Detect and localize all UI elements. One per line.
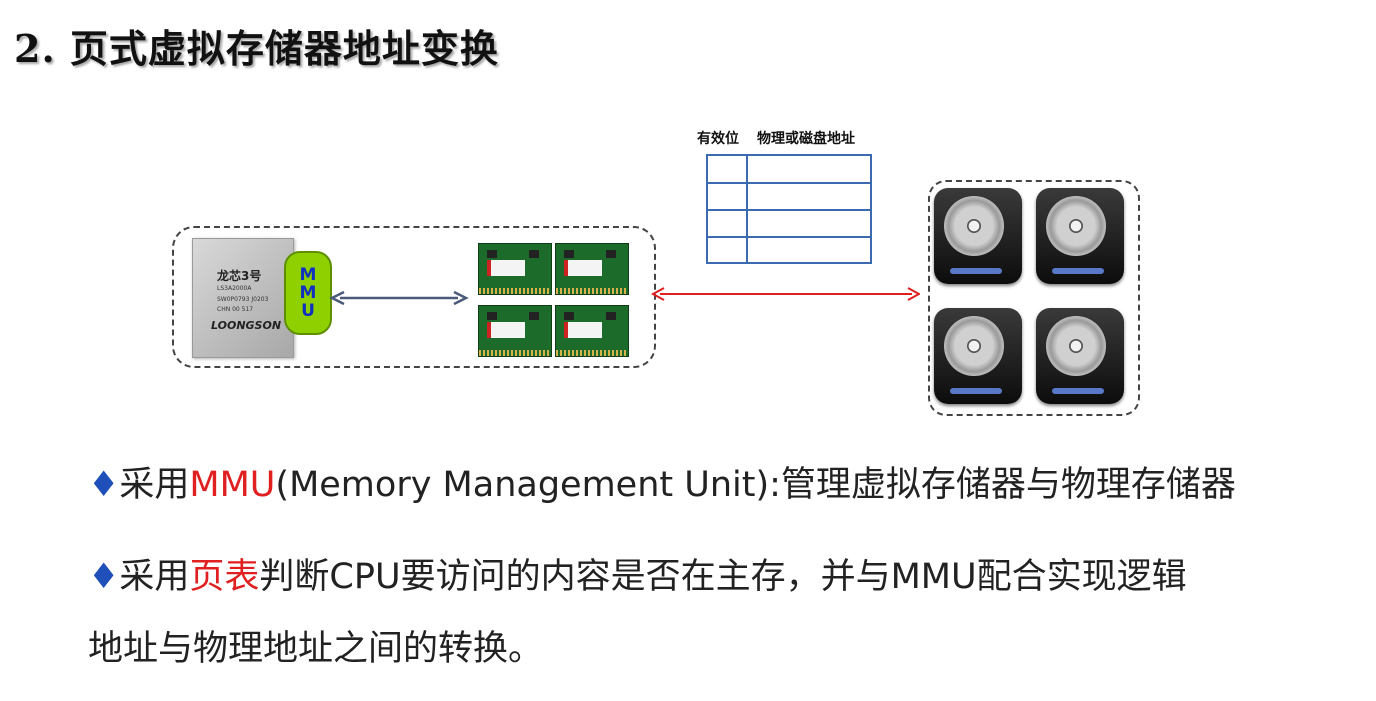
hard-disk-icon: [934, 308, 1022, 404]
page-table: [706, 154, 872, 264]
bullet-page-table-continuation: 地址与物理地址之间的转换。: [88, 629, 544, 669]
bullet-text: 判断CPU要访问的内容是否在主存，并与MMU配合实现逻辑: [259, 557, 1187, 597]
bullet-prefix: 采用: [119, 465, 190, 505]
disk-panel: [920, 178, 1148, 422]
hard-disk-icon: [934, 188, 1022, 284]
hard-disk-icon: [1036, 308, 1124, 404]
bullet-prefix: 采用: [119, 557, 190, 597]
cpu-model: LS3A2000A: [217, 285, 252, 292]
mmu-letter-m1: M: [299, 265, 317, 285]
ram-module: [555, 305, 629, 357]
cpu-brand: 龙芯3号: [217, 269, 262, 283]
page-table-col-divider: [746, 156, 748, 262]
bullet-diamond-icon: ♦: [88, 557, 120, 597]
ram-module: [478, 305, 552, 357]
mmu-letter-u: U: [301, 301, 315, 321]
bullet-highlight-mmu: MMU: [189, 465, 276, 505]
page-table-address-header: 物理或磁盘地址: [757, 131, 855, 147]
ram-module: [478, 243, 552, 295]
ram-disk-arrow: [650, 287, 922, 301]
page-table-row-divider: [708, 236, 870, 238]
hard-disk-icon: [1036, 188, 1124, 284]
bullet-page-table: ♦采用页表判断CPU要访问的内容是否在主存，并与MMU配合实现逻辑: [88, 548, 1187, 599]
slide-title: 2. 页式虚拟存储器地址变换: [14, 26, 499, 71]
bullet-highlight-page-table: 页表: [189, 557, 260, 597]
cpu-chip: 龙芯3号 LS3A2000A SW0P0793 J0203 CHN 00 517…: [192, 238, 294, 358]
page-table-row-divider: [708, 182, 870, 184]
page-table-valid-header: 有效位: [697, 131, 739, 147]
cpu-maker: LOONGSON: [211, 319, 282, 332]
cpu-code-2: CHN 00 517: [217, 306, 254, 313]
mmu-unit: M M U: [284, 251, 332, 335]
cpu-code-1: SW0P0793 J0203: [217, 296, 269, 303]
bullet-diamond-icon: ♦: [88, 465, 120, 505]
mmu-letter-m2: M: [299, 283, 317, 303]
bullet-text: (Memory Management Unit):管理虚拟存储器与物理存储器: [275, 465, 1236, 505]
ram-module: [555, 243, 629, 295]
bullet-mmu: ♦采用MMU(Memory Management Unit):管理虚拟存储器与物…: [88, 456, 1236, 507]
disk-group: [928, 180, 1140, 416]
page-table-row-divider: [708, 209, 870, 211]
